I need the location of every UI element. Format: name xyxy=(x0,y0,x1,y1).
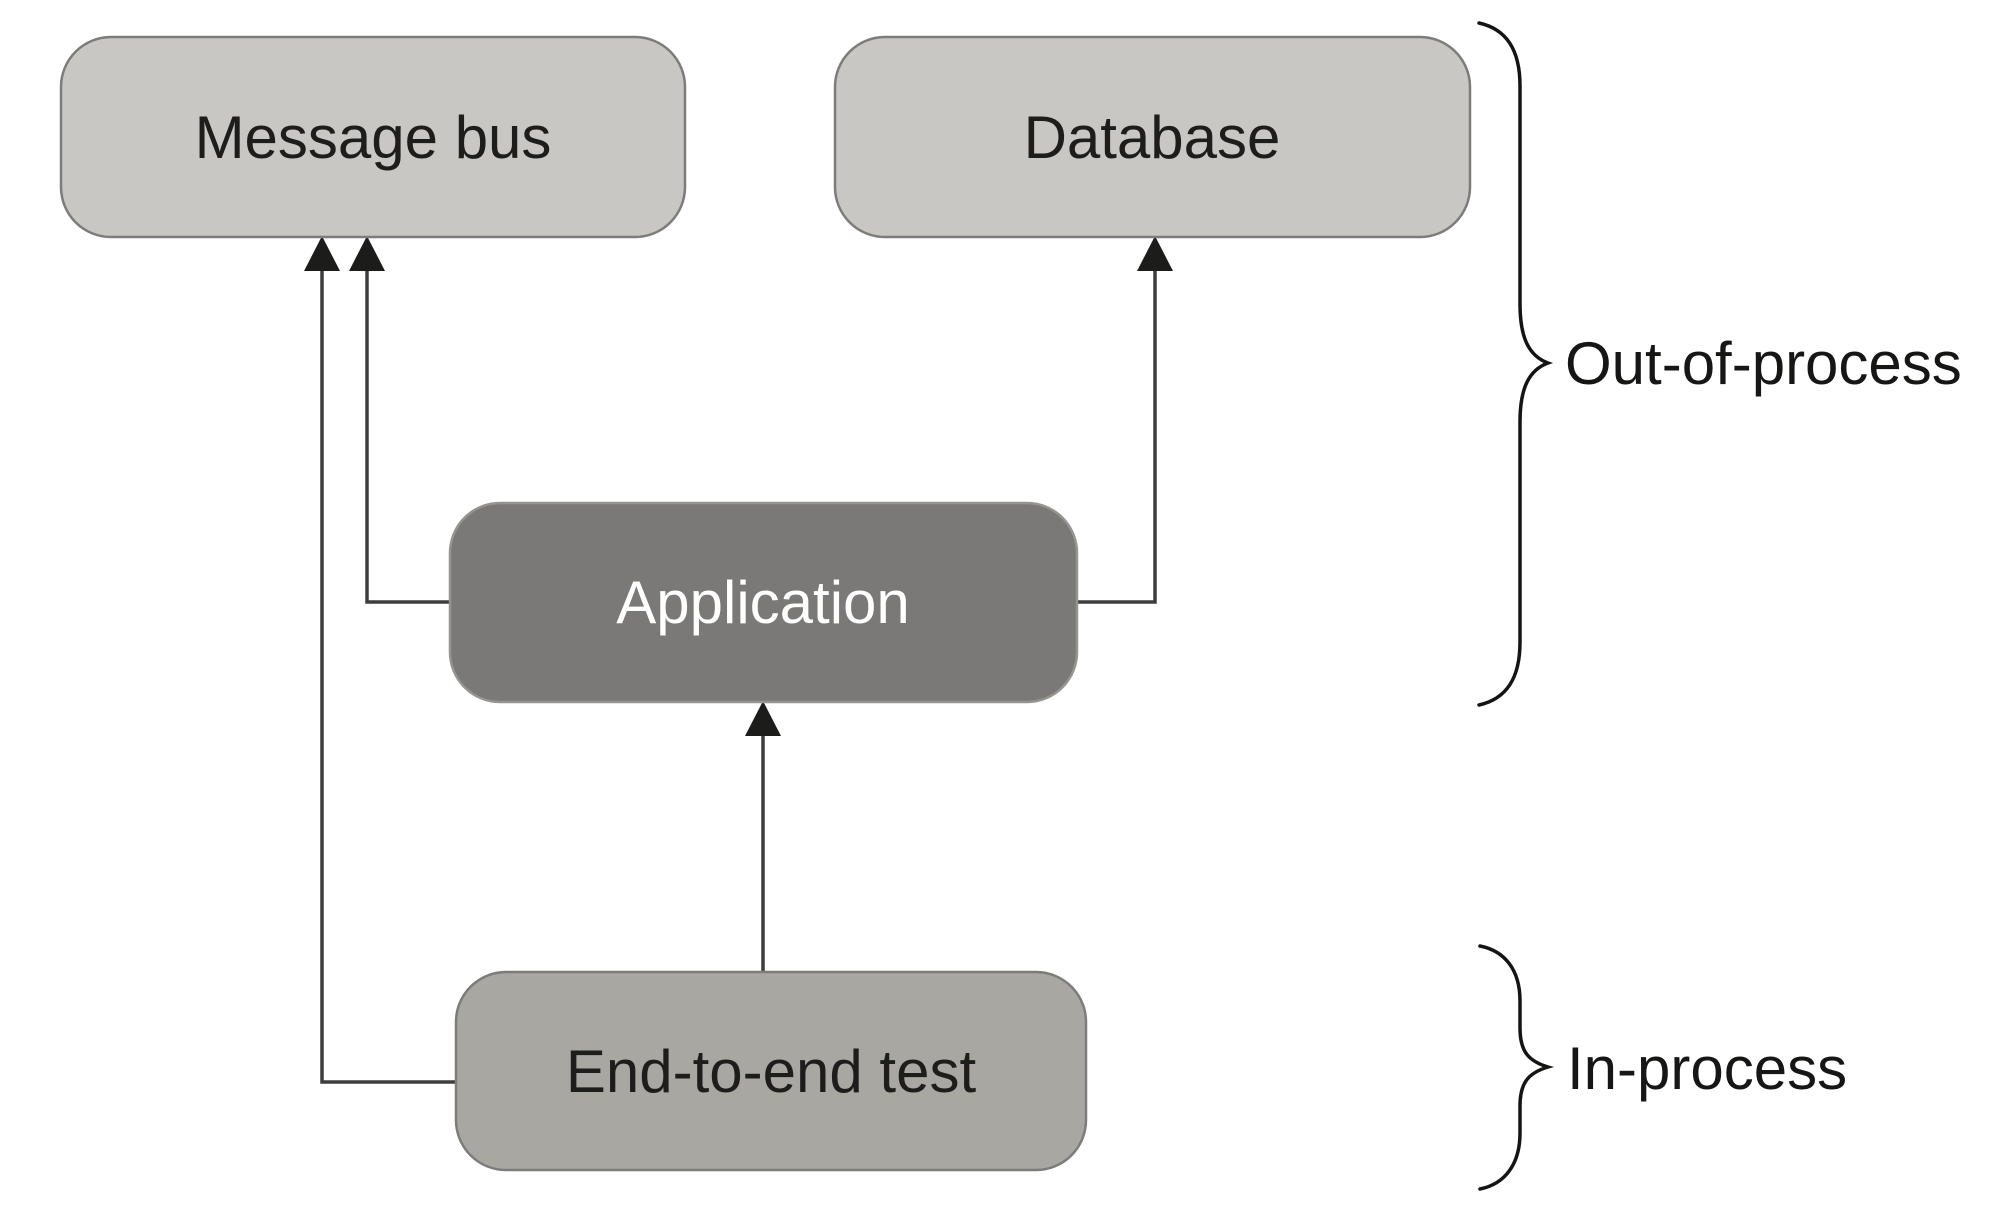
node-application-shape xyxy=(448,501,1079,704)
curly-brace-out-of-process xyxy=(1477,21,1554,707)
edge-line xyxy=(365,270,450,604)
node-application-label: Application xyxy=(616,569,910,636)
annotation-in-process: In-process xyxy=(1478,944,1847,1191)
node-database: Database xyxy=(833,35,1472,239)
node-end-to-end-test-label: End-to-end test xyxy=(566,1038,977,1105)
node-database-shape xyxy=(833,35,1472,239)
arrowhead-up-icon xyxy=(745,701,781,736)
curly-brace-in-process xyxy=(1478,944,1555,1191)
annotation-in-process-label: In-process xyxy=(1567,1035,1847,1102)
node-end-to-end-test-shape xyxy=(454,970,1088,1172)
annotation-out-of-process-label: Out-of-process xyxy=(1565,330,1962,397)
edge-line xyxy=(320,270,456,1084)
node-application: Application xyxy=(448,501,1079,704)
edge-application-to-message-bus xyxy=(349,236,450,604)
node-message-bus-label: Message bus xyxy=(195,104,552,171)
arrowhead-up-icon xyxy=(349,236,385,271)
node-database-label: Database xyxy=(1024,104,1281,171)
edge-line xyxy=(1077,270,1157,604)
annotation-out-of-process: Out-of-process xyxy=(1477,21,1962,707)
edge-application-to-database xyxy=(1077,236,1173,604)
arrowhead-up-icon xyxy=(1137,236,1173,271)
node-end-to-end-test: End-to-end test xyxy=(454,970,1088,1172)
node-message-bus: Message bus xyxy=(59,35,687,239)
arrowhead-up-icon xyxy=(304,236,340,271)
edge-end-to-end-test-to-message-bus xyxy=(304,236,456,1084)
edge-end-to-end-test-to-application xyxy=(745,701,781,972)
node-message-bus-shape xyxy=(59,35,687,239)
